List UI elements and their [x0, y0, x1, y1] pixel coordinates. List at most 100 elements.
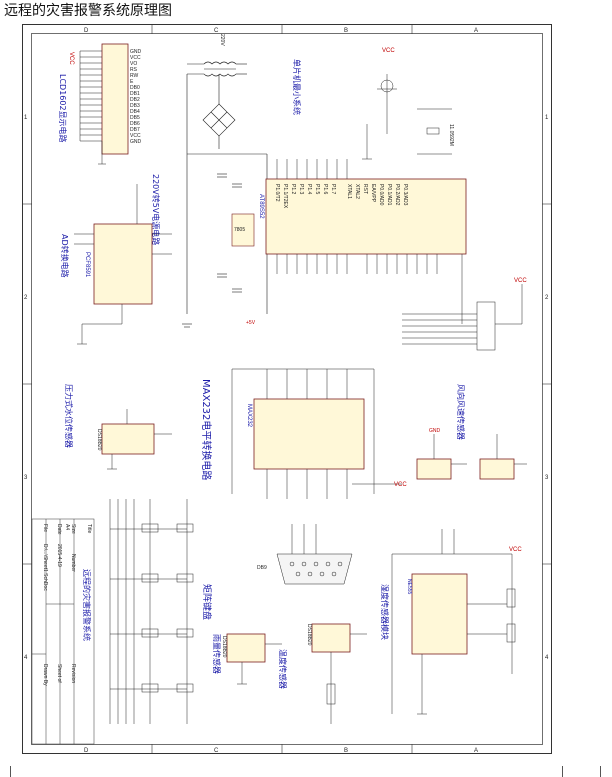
- pullup-array: [402, 284, 523, 351]
- max232-block: MAX232 MAX232电平转换电路 VCC: [200, 368, 407, 499]
- pin-label: DB6: [130, 121, 140, 127]
- zone-col-a: A: [474, 28, 478, 34]
- pin-label: DB7: [130, 127, 140, 133]
- zone-row-3-right: 3: [545, 475, 549, 481]
- mcu-block: AT89S52 P1.0/T2 P1.1/T2EX P1.2 P1.3 P1.4…: [258, 48, 527, 324]
- pin-label: XTAL1: [346, 184, 352, 199]
- viewer-bottom-edge: [0, 764, 612, 777]
- pin-label: EA/VPP: [370, 184, 376, 203]
- lcd-module-label: LCD1602显示电路: [58, 74, 68, 143]
- viewer-tick-right: [562, 766, 563, 777]
- zone-row-1-right: 1: [545, 115, 549, 121]
- tb-title-value: 远程的灾害报警系统: [82, 569, 92, 641]
- zone-col-c: C: [214, 28, 219, 34]
- zone-col-c-bottom: C: [214, 748, 219, 754]
- adc-module-label: AD转换电路: [60, 234, 70, 278]
- rain-block: DS18B20 雨量传感器: [212, 633, 282, 685]
- pin-label: DB3: [130, 103, 140, 109]
- rail-vcc-label: VCC: [514, 278, 527, 284]
- tb-date-value: 2015-4-19: [56, 544, 62, 567]
- zone-col-d-bottom: D: [84, 748, 89, 754]
- pin-label: P1.0/T2: [274, 184, 280, 202]
- pin-label: RS: [130, 67, 138, 73]
- pin-label: RST: [362, 184, 368, 194]
- crystal-label: 11.0592M: [448, 124, 454, 146]
- tb-revision-label: Revision: [70, 664, 76, 683]
- tb-size-value: A4: [64, 524, 70, 530]
- plus5v-label: +5V: [246, 320, 256, 326]
- adc-ref-label: PCF8591: [84, 252, 90, 278]
- tb-size-label: Size: [70, 524, 76, 534]
- temp-module-label: 温度传感器: [278, 649, 288, 689]
- pin-label: P1.2: [290, 184, 296, 195]
- adc-block: PCF8591 AD转换电路: [60, 184, 172, 345]
- pin-label: VCC: [130, 133, 141, 139]
- keyboard-block: [109, 499, 194, 724]
- pin-label: GND: [130, 139, 142, 145]
- viewer-tick-left: [10, 766, 11, 777]
- wind-pin-label: GND: [429, 428, 441, 434]
- zone-row-2-right: 2: [545, 295, 549, 301]
- wind-module-label: 风向风速传感器: [456, 384, 466, 440]
- power-block: [182, 61, 268, 328]
- keyboard-module-label: 矩阵键盘: [201, 584, 213, 620]
- reg-7805-label: 7805: [234, 227, 245, 233]
- pin-label: P1.4: [306, 184, 312, 195]
- zone-row-3: 3: [24, 475, 28, 481]
- pressure-module-label: 压力式水位传感器: [64, 384, 74, 448]
- ne555-ref-label: NE555: [406, 579, 412, 595]
- pin-label: P0.1/AD1: [386, 184, 392, 206]
- pin-label: VO: [130, 61, 137, 67]
- inner-border: [31, 33, 543, 745]
- pin-label: DB2: [130, 97, 140, 103]
- pin-label: GND: [130, 49, 142, 55]
- db9-label: DB9: [257, 565, 267, 571]
- tb-number-label: Number: [70, 554, 76, 572]
- tb-file-value: D:\...\Sheet1.SchDoc: [42, 544, 48, 591]
- tb-drawn-label: Drawn By: [42, 664, 48, 686]
- pin-label: P1.3: [298, 184, 304, 195]
- wind-block: GND 风向风速传感器: [416, 384, 527, 480]
- pin-label: P1.6: [322, 184, 328, 195]
- pin-label: XTAL2: [354, 184, 360, 199]
- tb-date-label: Date: [56, 524, 62, 535]
- humidity-module-label: 湿度传感器模块: [380, 584, 390, 640]
- temp-block: DS18B20 温度传感器: [278, 623, 367, 724]
- pin-label: P1.5: [314, 184, 320, 195]
- pin-label: P0.2/AD2: [394, 184, 400, 206]
- humidity-block: NE555 湿度传感器模块 VCC: [380, 529, 522, 715]
- rain-part-label: DS18B20: [221, 636, 227, 658]
- mcu-ref-label: AT89S52: [258, 194, 264, 219]
- power-module-label: 220V转5V电源电路: [151, 174, 161, 245]
- zone-row-4-right: 4: [545, 655, 549, 661]
- title-block: [31, 518, 95, 745]
- zone-col-b-bottom: B: [344, 748, 348, 754]
- tb-title-label: Title: [86, 524, 92, 533]
- pressure-block: DS18B20 压力式水位传感器: [64, 384, 172, 470]
- temp-part-label: DS18B20: [306, 624, 312, 646]
- max232-ref-label: MAX232: [246, 404, 252, 428]
- lcd-block: GND VCC VO RS RW E DB0 DB1 DB2 DB3 DB4 D…: [58, 43, 142, 165]
- adc-chip: [93, 223, 153, 305]
- pin-label: VCC: [130, 55, 141, 61]
- zone-col-b: B: [344, 28, 348, 34]
- pin-label: RW: [130, 73, 139, 79]
- zone-row-1: 1: [24, 115, 28, 121]
- page-title: 远程的灾害报警系统原理图: [4, 3, 172, 19]
- pin-label: DB1: [130, 91, 140, 97]
- schematic-sheet: D C B A D C B A 1 2 3 4 1 2 3 4 GND VCC: [22, 24, 552, 754]
- mcu-module-label: 单片机最小系统: [292, 59, 302, 115]
- lcd-chip: [101, 43, 129, 155]
- zone-col-a-bottom: A: [474, 748, 478, 754]
- lcd-vcc-label: VCC: [68, 52, 74, 65]
- pin-label: P1.1/T2EX: [282, 184, 288, 209]
- tb-sheet-label: Sheet of: [56, 664, 62, 683]
- outer-border: [22, 24, 552, 754]
- zone-col-d: D: [84, 28, 89, 34]
- pin-label: P1.7: [330, 184, 336, 195]
- rain-module-label: 雨量传感器: [212, 634, 222, 674]
- zone-row-2: 2: [24, 295, 28, 301]
- pin-label: E: [130, 79, 134, 85]
- mcu-vcc-label: VCC: [382, 48, 395, 54]
- mcu-chip: [265, 178, 467, 255]
